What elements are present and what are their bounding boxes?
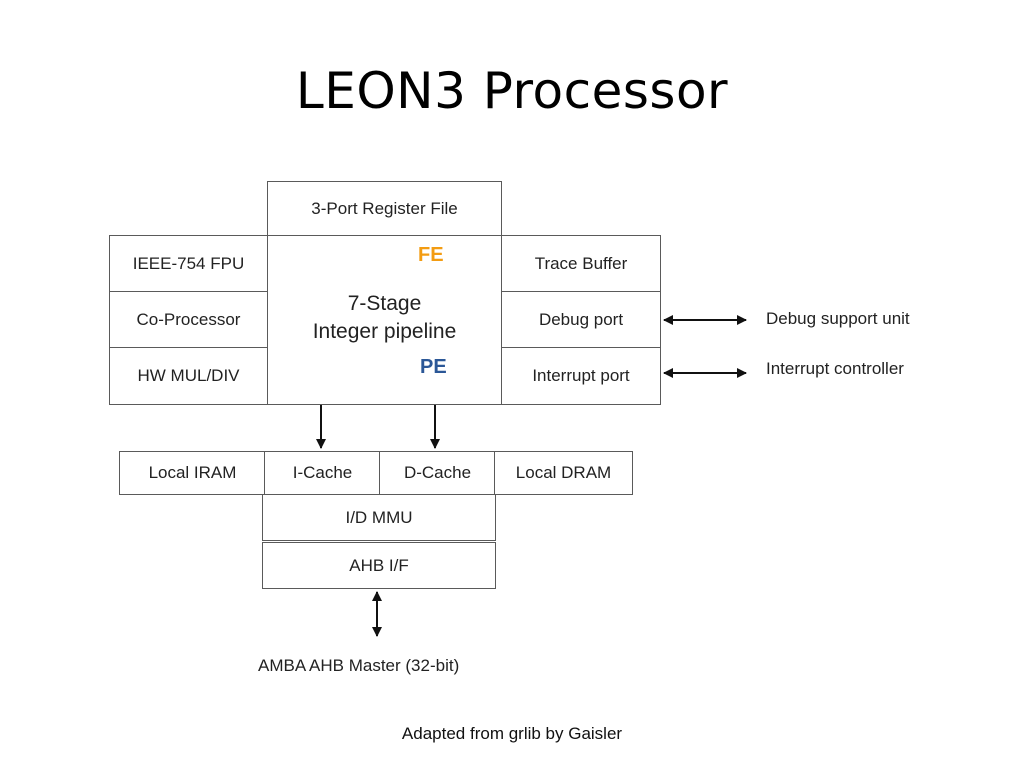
pipeline-line2: Integer pipeline <box>312 320 457 343</box>
icache-box: I-Cache <box>264 451 381 495</box>
local-dram-label: Local DRAM <box>515 463 612 482</box>
interrupt-controller-label: Interrupt controller <box>766 359 904 378</box>
local-iram-box: Local IRAM <box>119 451 266 495</box>
mmu-box: I/D MMU <box>262 494 496 541</box>
mul-div-label: HW MUL/DIV <box>137 366 240 385</box>
local-dram-box: Local DRAM <box>494 451 633 495</box>
coprocessor-box: Co-Processor <box>109 291 268 348</box>
local-iram-label: Local IRAM <box>148 463 237 482</box>
fe-label: FE <box>418 244 444 266</box>
pe-label: PE <box>420 356 447 378</box>
pipeline-line1: 7-Stage <box>347 292 422 315</box>
trace-buffer-box: Trace Buffer <box>501 235 661 292</box>
dcache-box: D-Cache <box>379 451 496 495</box>
amba-bus-label: AMBA AHB Master (32-bit) <box>258 656 460 675</box>
ahb-if-label: AHB I/F <box>349 555 409 575</box>
mmu-label: I/D MMU <box>345 507 413 527</box>
icache-label: I-Cache <box>292 463 353 482</box>
source-caption: Adapted from grlib by Gaisler <box>401 724 623 743</box>
debug-port-label: Debug port <box>538 309 624 329</box>
fpu-label: IEEE-754 FPU <box>132 253 245 273</box>
interrupt-port-box: Interrupt port <box>501 347 661 405</box>
register-file-box: 3-Port Register File <box>267 181 502 236</box>
trace-buffer-label: Trace Buffer <box>534 253 628 273</box>
ahb-if-box: AHB I/F <box>262 542 496 589</box>
slide-title: LEON3 Processor <box>295 62 729 120</box>
dcache-label: D-Cache <box>403 463 472 482</box>
interrupt-port-label: Interrupt port <box>532 366 630 385</box>
debug-support-unit-label: Debug support unit <box>766 309 910 328</box>
integer-pipeline-box: FE 7-Stage Integer pipeline PE <box>267 235 502 405</box>
register-file-label: 3-Port Register File <box>311 198 458 218</box>
debug-port-box: Debug port <box>501 291 661 348</box>
coprocessor-label: Co-Processor <box>136 309 241 329</box>
pipeline-text: 7-Stage Integer pipeline <box>268 290 501 346</box>
